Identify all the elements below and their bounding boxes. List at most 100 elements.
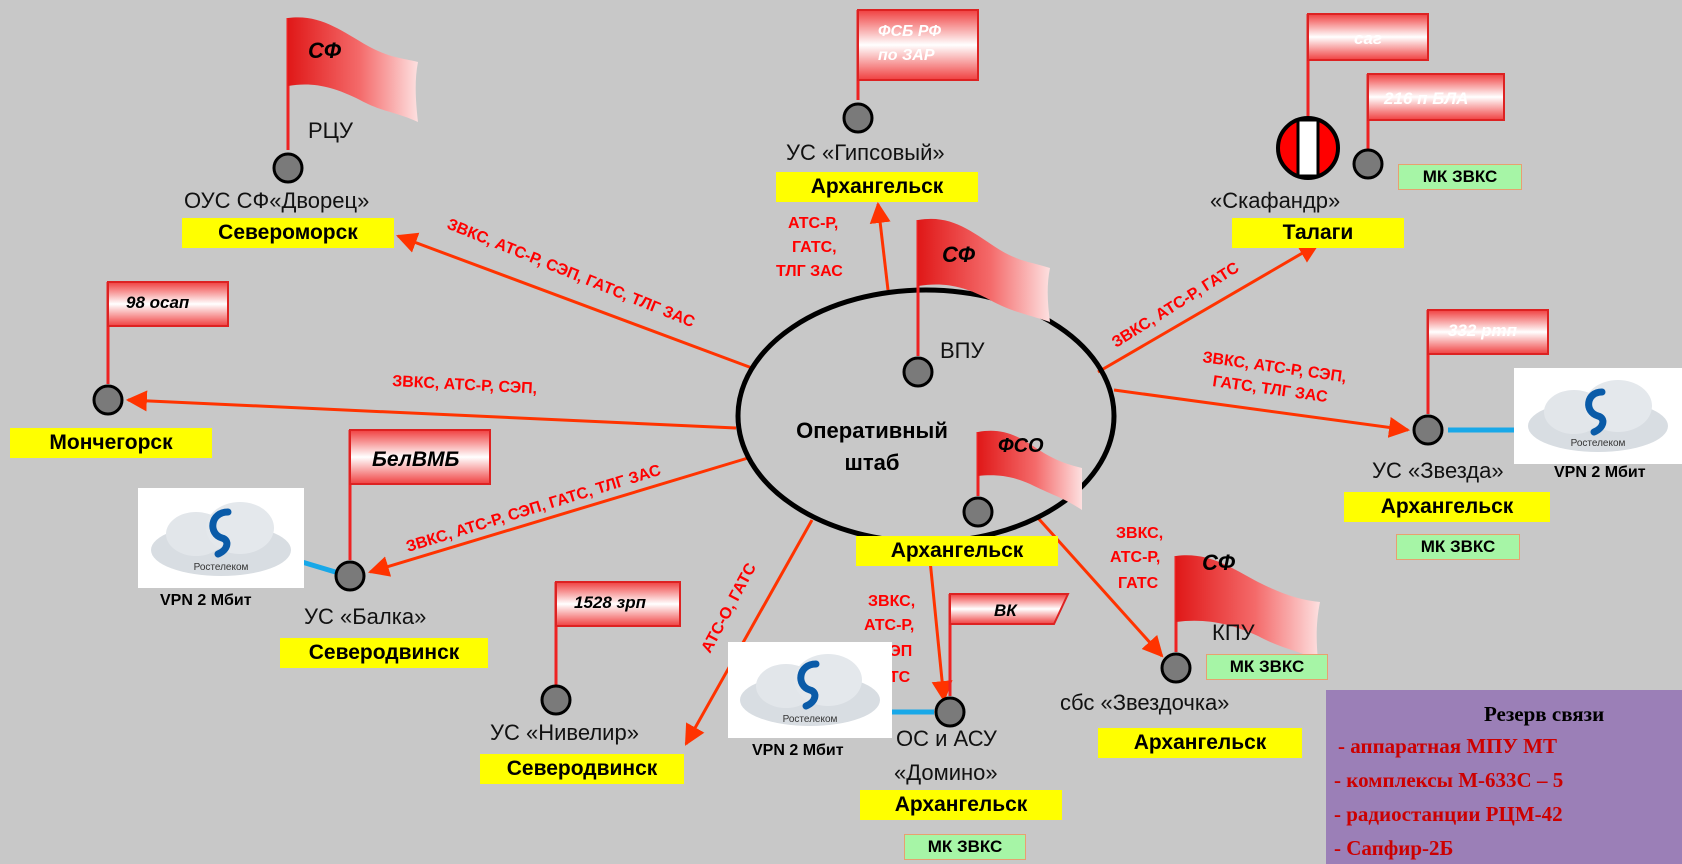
zvezda-vpn: VPN 2 Мбит	[1554, 464, 1646, 481]
monchegorsk-city: Мончегорск	[10, 428, 212, 458]
arrow-domino	[926, 539, 953, 703]
zvezda-rostelecom-logo: Ростелеком	[1514, 368, 1682, 464]
reserve-item-1: - аппаратная МПУ МТ	[1338, 734, 1557, 758]
node-zvezda	[1412, 414, 1444, 446]
flag-text-severomorsk: СФ	[308, 38, 342, 63]
zvezdochka-mk: МК ЗВКС	[1206, 654, 1328, 680]
flag-text-talagi-2: 216 п БЛА	[1383, 89, 1468, 108]
flag-text-nivelir: 1528 зрп	[574, 593, 647, 612]
arrow-monchegorsk	[125, 390, 737, 430]
nivelir-city: Северодвинск	[480, 754, 684, 784]
reserve-panel: Резерв связи - аппаратная МПУ МТ - компл…	[1326, 690, 1682, 864]
domino-city: Архангельск	[860, 790, 1062, 820]
severomorsk-name: ОУС СФ«Дворец»	[184, 188, 370, 213]
banner-domino	[949, 593, 1070, 625]
domino-logo-text: Ростелеком	[783, 714, 838, 725]
flag-text-talagi-1: саг	[1354, 29, 1382, 48]
node-hub-vpu	[902, 356, 934, 388]
link-label-gipsovy-3: ТЛГ ЗАС	[776, 263, 843, 280]
balka-vpn: VPN 2 Мбит	[160, 592, 252, 609]
zvezda-name: УС «Звезда»	[1372, 458, 1504, 483]
flag-text-zvezda: 332 ртп	[1448, 321, 1518, 340]
arrow-nivelir	[684, 519, 814, 746]
flag-text-hub-fso: ФСО	[998, 435, 1044, 457]
link-label-domino-2: АТС-Р,	[864, 617, 914, 634]
balka-rostelecom-logo: Ростелеком	[138, 488, 304, 588]
link-label-gipsovy-2: ГАТС,	[792, 239, 837, 256]
flag-hub-vpu	[918, 218, 1050, 322]
link-label-zvezdochka-3: ГАТС	[1118, 575, 1159, 592]
flag-text-hub-vpu: СФ	[942, 242, 976, 267]
node-nivelir	[540, 684, 572, 716]
domino-name-1: ОС и АСУ	[896, 726, 997, 751]
hub-ellipse	[735, 287, 1117, 545]
banner-balka	[349, 429, 491, 485]
link-label-zvezdochka-2: АТС-Р,	[1110, 549, 1160, 566]
hub-title-2: штаб	[844, 450, 900, 475]
node-hub-fso	[962, 496, 994, 528]
flag-severomorsk	[288, 17, 418, 123]
balka-name: УС «Балка»	[304, 604, 427, 629]
flag-hub-fso	[978, 430, 1082, 510]
flag-text-monchegorsk: 98 осап	[126, 293, 190, 312]
banner-nivelir	[555, 581, 681, 627]
hub-city: Архангельск	[856, 536, 1058, 566]
flag-text-gipsovy-1: ФСБ РФ	[878, 23, 941, 40]
zvezdochka-sublabel: КПУ	[1212, 620, 1255, 645]
hub-title-1: Оперативный	[796, 418, 948, 443]
domino-rostelecom-logo: Ростелеком	[728, 642, 892, 738]
reserve-item-3: - радиостанции РЦМ-42	[1334, 802, 1563, 826]
banner-monchegorsk	[107, 281, 229, 327]
link-label-zvezdochka-1: ЗВКС,	[1116, 525, 1163, 542]
node-domino	[934, 696, 966, 728]
balka-city: Северодвинск	[280, 638, 488, 668]
hub-vpu-label: ВПУ	[940, 338, 985, 363]
flag-text-gipsovy-2: по ЗАР	[878, 47, 935, 64]
zvezdochka-name: сбс «Звездочка»	[1060, 690, 1230, 715]
zvezdochka-city: Архангельск	[1098, 728, 1302, 758]
domino-vpn: VPN 2 Мбит	[752, 742, 844, 759]
link-label-monchegorsk: ЗВКС, АТС-Р, СЭП,	[392, 373, 538, 398]
arrow-severomorsk	[396, 232, 753, 370]
zvezda-city: Архангельск	[1344, 492, 1550, 522]
link-label-gipsovy-1: АТС-Р,	[788, 215, 838, 232]
reserve-title: Резерв связи	[1484, 702, 1605, 726]
node-zvezdochka	[1160, 652, 1192, 684]
node-talagi	[1352, 148, 1384, 180]
talagi-name: «Скафандр»	[1210, 188, 1341, 213]
flag-zvezdochka	[1176, 555, 1320, 660]
banner-gipsovy	[857, 9, 979, 81]
balka-logo-text: Ростелеком	[194, 562, 249, 573]
zvezda-logo-text: Ростелеком	[1571, 438, 1626, 449]
node-balka	[334, 560, 366, 592]
talagi-city: Талаги	[1232, 218, 1404, 248]
node-gipsovy	[842, 102, 874, 134]
link-arrows	[125, 201, 1411, 746]
reserve-item-2: - комплексы М-633С – 5	[1334, 768, 1564, 792]
flag-text-domino: ВК	[994, 601, 1018, 620]
severomorsk-sublabel: РЦУ	[308, 118, 353, 143]
nivelir-name: УС «Нивелир»	[490, 720, 639, 745]
link-label-talagi: ЗВКС, АТС-Р, ГАТС	[1109, 259, 1243, 351]
flag-text-balka: БелВМБ	[372, 448, 460, 471]
zvezda-mk: МК ЗВКС	[1396, 534, 1520, 560]
banner-talagi-2	[1367, 73, 1505, 121]
link-label-domino-1: ЗВКС,	[868, 593, 915, 610]
flag-text-zvezdochka: СФ	[1202, 550, 1236, 575]
banner-talagi-1	[1307, 13, 1429, 61]
node-monchegorsk	[92, 384, 124, 416]
domino-name-2: «Домино»	[894, 760, 998, 785]
talagi-symbol	[1276, 116, 1340, 180]
banner-zvezda	[1427, 309, 1549, 355]
arrow-balka	[367, 456, 749, 577]
arrow-zvezdochka	[1036, 516, 1164, 658]
arrow-zvezda	[1113, 388, 1411, 438]
domino-mk: МК ЗВКС	[904, 834, 1026, 860]
reserve-item-4: - Сапфир-2Б	[1334, 836, 1454, 860]
talagi-mk: МК ЗВКС	[1398, 164, 1522, 190]
severomorsk-city: Североморск	[182, 218, 394, 248]
gipsovy-city: Архангельск	[776, 172, 978, 202]
node-severomorsk	[272, 152, 304, 184]
gipsovy-name: УС «Гипсовый»	[786, 140, 945, 165]
